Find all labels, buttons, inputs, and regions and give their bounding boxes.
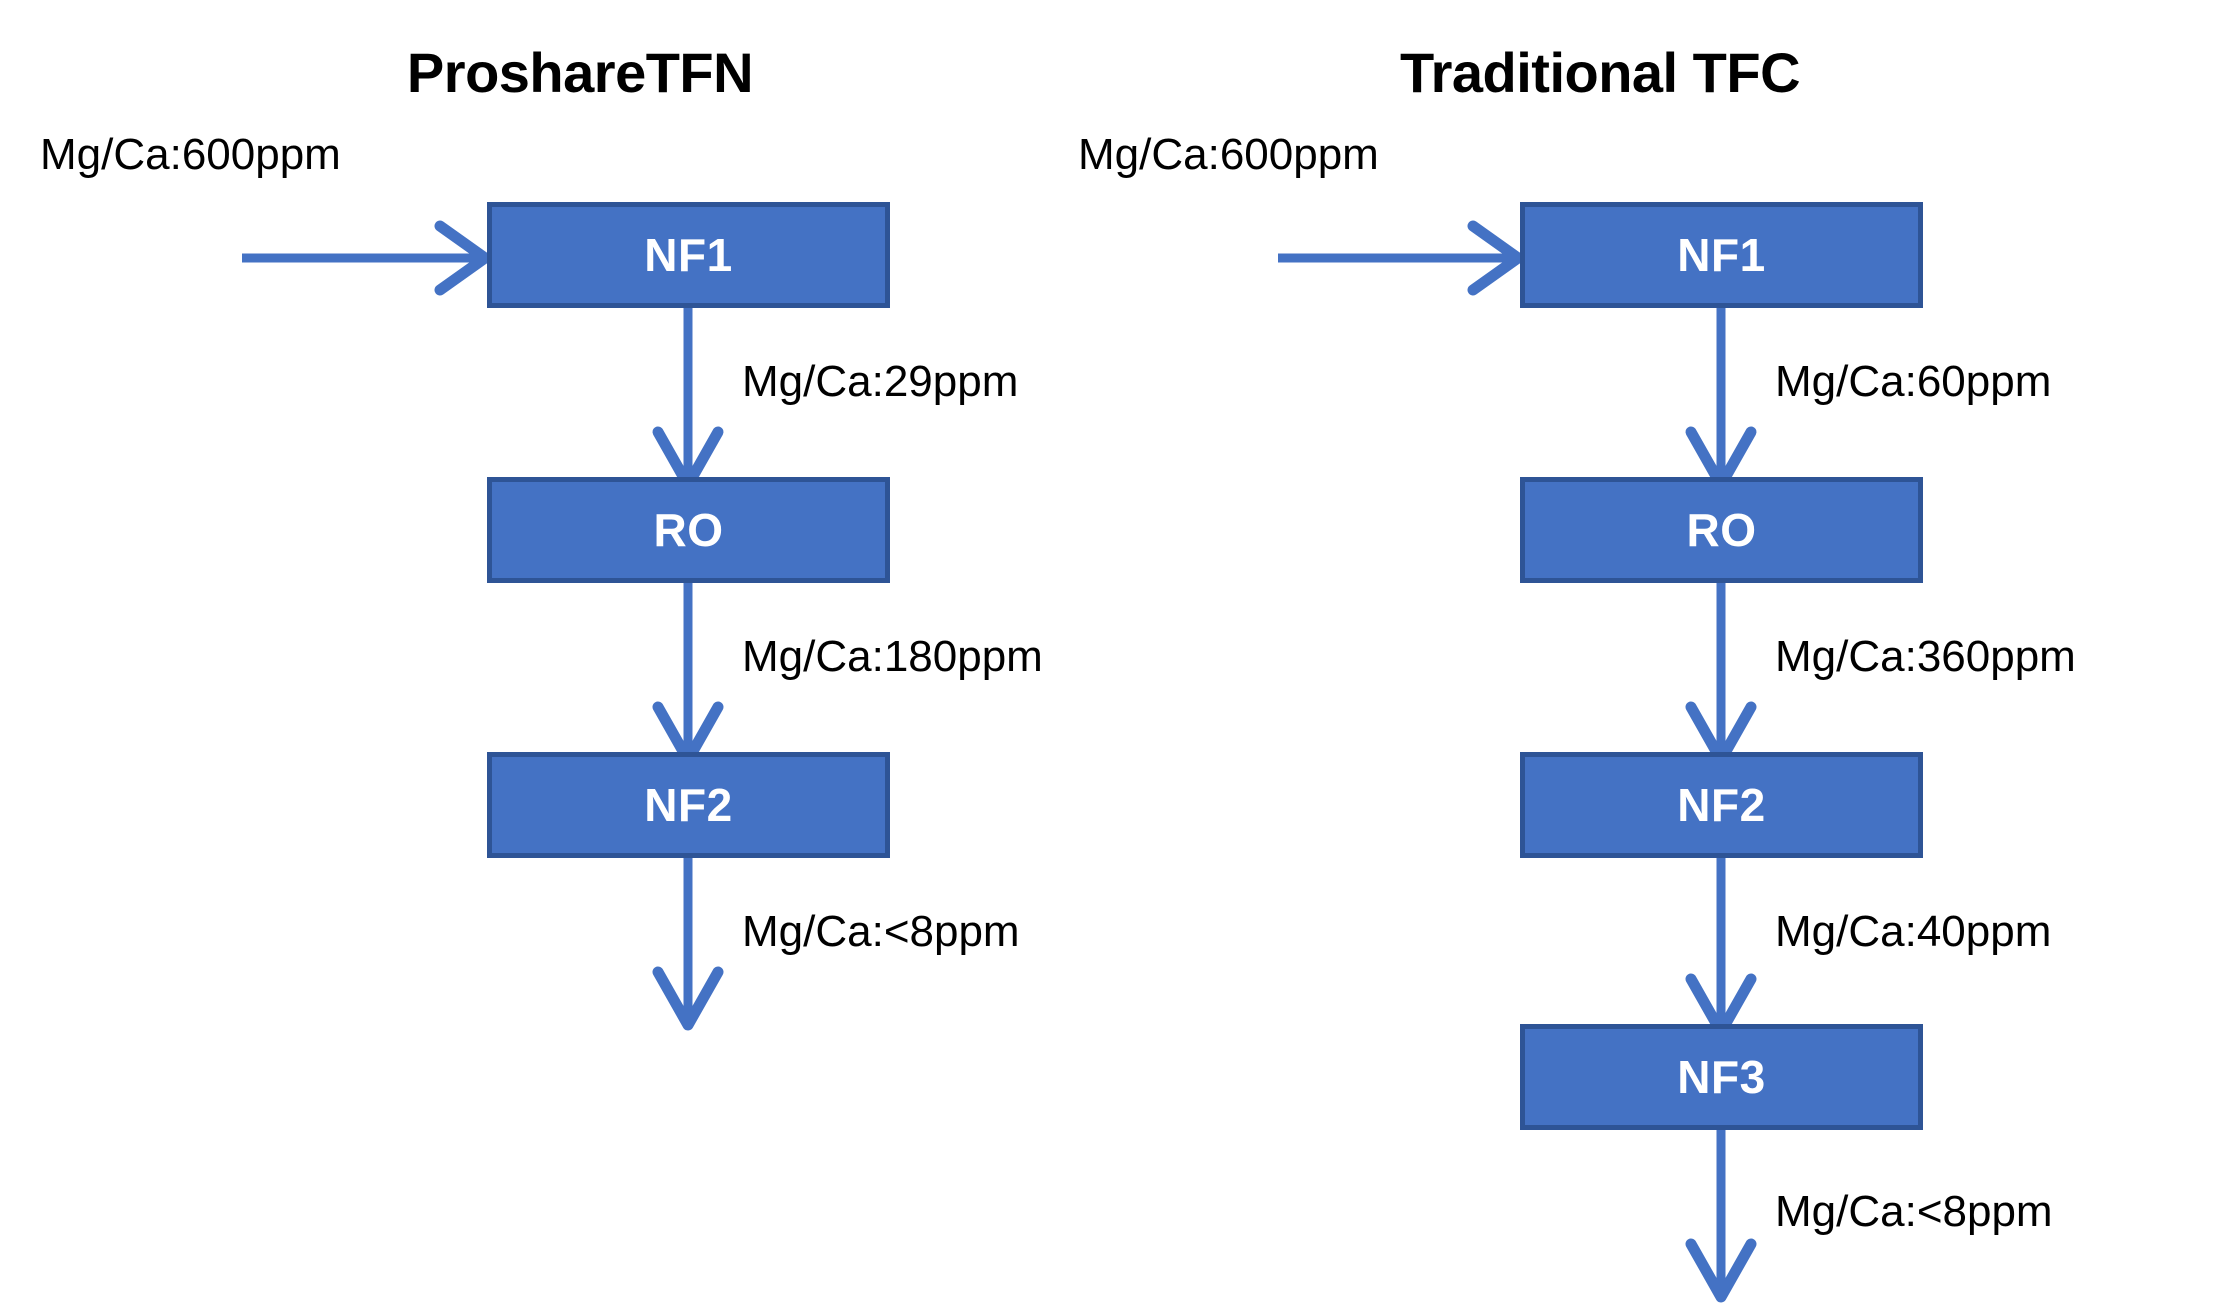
column-title-traditional: Traditional TFC — [1399, 41, 1801, 104]
edge-label-proshare-product: Mg/Ca:<8ppm — [742, 907, 1020, 956]
arrow-ro-to-nf2-left — [652, 583, 724, 766]
node-label: NF1 — [644, 229, 733, 281]
node-traditional-nf1[interactable]: NF1 — [1520, 202, 1923, 308]
edge-label-proshare-nf1-ro: Mg/Ca:29ppm — [742, 357, 1019, 406]
edge-label-proshare-ro-nf2: Mg/Ca:180ppm — [742, 632, 1043, 681]
arrow-ro-to-nf2-right — [1685, 583, 1757, 766]
arrow-nf2-to-product-left — [652, 855, 724, 1031]
node-label: RO — [1686, 504, 1757, 556]
arrow-feed-to-nf1-left — [242, 220, 491, 296]
feed-label-proshare: Mg/Ca:600ppm — [40, 130, 341, 179]
node-label: NF3 — [1677, 1051, 1766, 1103]
node-label: RO — [653, 504, 724, 556]
node-label: NF2 — [1677, 779, 1766, 831]
arrow-feed-to-nf1-right — [1278, 220, 1524, 296]
arrow-nf3-to-product-right — [1685, 1128, 1757, 1303]
node-proshare-nf1[interactable]: NF1 — [487, 202, 890, 308]
node-proshare-ro[interactable]: RO — [487, 477, 890, 583]
edge-label-traditional-nf1-ro: Mg/Ca:60ppm — [1775, 357, 2052, 406]
edge-label-traditional-product: Mg/Ca:<8ppm — [1775, 1187, 2053, 1236]
edge-label-traditional-ro-nf2: Mg/Ca:360ppm — [1775, 632, 2076, 681]
arrow-nf1-to-ro-left — [652, 308, 724, 491]
node-traditional-nf3[interactable]: NF3 — [1520, 1024, 1923, 1130]
feed-label-traditional: Mg/Ca:600ppm — [1078, 130, 1379, 179]
arrow-nf1-to-ro-right — [1685, 308, 1757, 491]
edge-label-traditional-nf2-nf3: Mg/Ca:40ppm — [1775, 907, 2052, 956]
node-traditional-ro[interactable]: RO — [1520, 477, 1923, 583]
node-traditional-nf2[interactable]: NF2 — [1520, 752, 1923, 858]
node-label: NF2 — [644, 779, 733, 831]
column-title-proshare: ProshareTFN — [406, 41, 754, 104]
node-proshare-nf2[interactable]: NF2 — [487, 752, 890, 858]
node-label: NF1 — [1677, 229, 1766, 281]
arrow-nf2-to-nf3-right — [1685, 855, 1757, 1038]
